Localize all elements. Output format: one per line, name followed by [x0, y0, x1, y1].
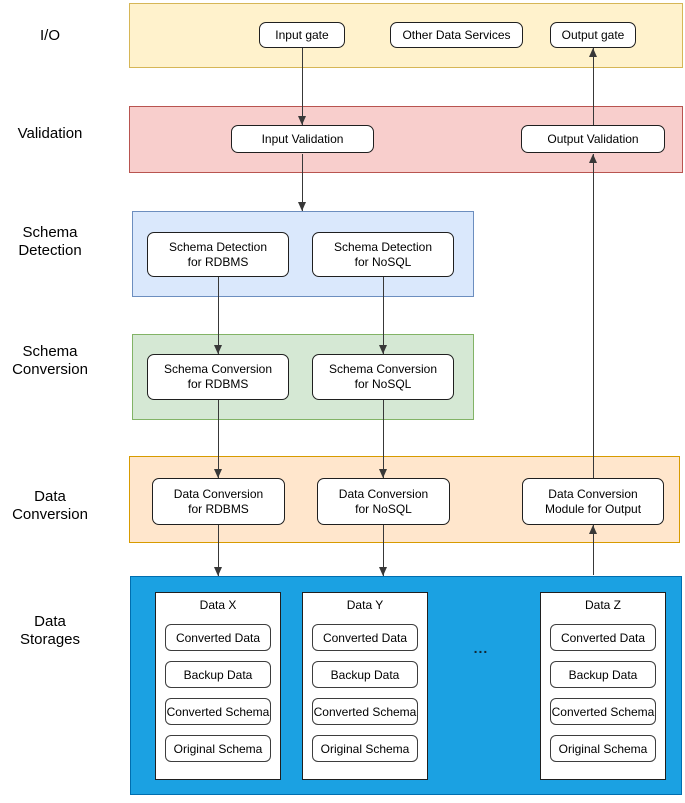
- schema-detection-nosql-node: Schema Detection for NoSQL: [312, 232, 454, 277]
- data-x-card-title: Data X: [199, 598, 237, 612]
- data-z-backup-data: Backup Data: [550, 661, 656, 688]
- arrow-input-gate-to-input-validation: [298, 48, 307, 125]
- data-z-converted-schema: Converted Schema: [550, 698, 656, 725]
- data-z-card: Data Z Converted Data Backup Data Conver…: [540, 592, 666, 780]
- data-z-converted-data: Converted Data: [550, 624, 656, 651]
- arrow-data-conv-rdbms-to-storages: [214, 525, 223, 576]
- schema-conversion-band-label: Schema Conversion: [12, 343, 88, 378]
- data-y-converted-schema: Converted Schema: [312, 698, 418, 725]
- data-y-backup-data: Backup Data: [312, 661, 418, 688]
- data-x-backup-data: Backup Data: [165, 661, 271, 688]
- data-conversion-nosql-node: Data Conversion for NoSQL: [317, 478, 450, 525]
- io-band-label: I/O: [39, 27, 60, 44]
- data-z-card-title: Data Z: [584, 598, 621, 612]
- data-z-original-schema: Original Schema: [550, 735, 656, 762]
- validation-band-label: Validation: [17, 125, 83, 142]
- output-gate-node: Output gate: [550, 22, 636, 48]
- schema-conversion-nosql-node: Schema Conversion for NoSQL: [312, 354, 454, 400]
- data-y-converted-data: Converted Data: [312, 624, 418, 651]
- other-data-services-node: Other Data Services: [390, 22, 523, 48]
- arrow-schema-conv-rdbms-to-data-conv-rdbms: [214, 400, 223, 478]
- arrow-input-validation-to-schema-detection: [298, 154, 307, 211]
- arrow-detection-nosql-to-conversion-nosql: [379, 277, 388, 354]
- schema-detection-rdbms-node: Schema Detection for RDBMS: [147, 232, 289, 277]
- data-y-card: Data Y Converted Data Backup Data Conver…: [302, 592, 428, 780]
- data-conversion-rdbms-node: Data Conversion for RDBMS: [152, 478, 285, 525]
- output-validation-node: Output Validation: [521, 125, 665, 153]
- data-x-card: Data X Converted Data Backup Data Conver…: [155, 592, 281, 780]
- schema-conversion-rdbms-node: Schema Conversion for RDBMS: [147, 354, 289, 400]
- data-y-card-title: Data Y: [346, 598, 384, 612]
- arrow-storages-to-output-module: [589, 525, 598, 575]
- arrow-detection-rdbms-to-conversion-rdbms: [214, 277, 223, 354]
- arrow-schema-conv-nosql-to-data-conv-nosql: [379, 400, 388, 478]
- arrow-output-module-to-output-validation: [589, 154, 598, 478]
- arrow-output-validation-to-output-gate: [589, 48, 598, 125]
- more-storages-ellipsis: ...: [473, 640, 489, 656]
- data-conversion-band-label: Data Conversion: [12, 488, 88, 523]
- schema-detection-band-label: Schema Detection: [18, 224, 82, 259]
- data-x-converted-data: Converted Data: [165, 624, 271, 651]
- data-y-original-schema: Original Schema: [312, 735, 418, 762]
- input-validation-node: Input Validation: [231, 125, 374, 153]
- data-x-converted-schema: Converted Schema: [165, 698, 271, 725]
- arrow-data-conv-nosql-to-storages: [379, 525, 388, 576]
- data-storages-band-label: Data Storages: [19, 613, 81, 648]
- data-x-original-schema: Original Schema: [165, 735, 271, 762]
- data-conversion-output-module-node: Data Conversion Module for Output: [522, 478, 664, 525]
- input-gate-node: Input gate: [259, 22, 345, 48]
